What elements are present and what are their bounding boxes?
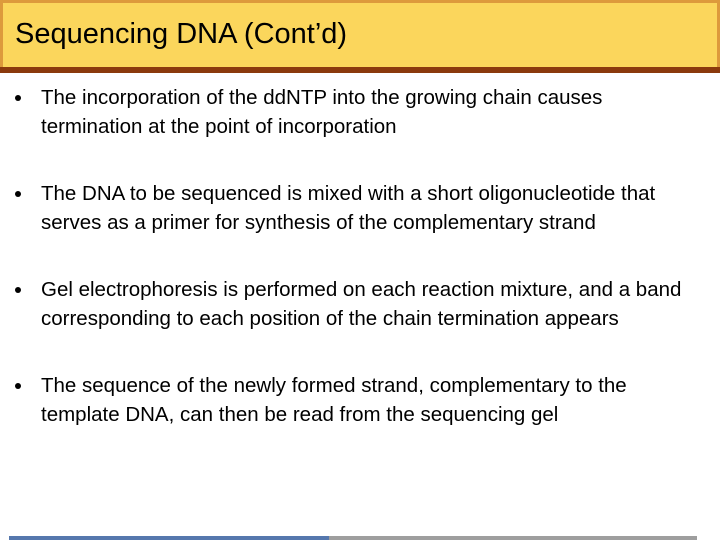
bullet-text: The DNA to be sequenced is mixed with a …	[41, 182, 656, 234]
horizontal-rule	[0, 67, 720, 73]
footer-accent-bar-right	[329, 536, 697, 540]
bullet-dot-icon	[15, 383, 21, 389]
footer-accent-bar-left	[9, 536, 329, 540]
bullet-text: Gel electrophoresis is performed on each…	[41, 278, 682, 330]
list-item: Gel electrophoresis is performed on each…	[12, 275, 704, 333]
title-banner: Sequencing DNA (Cont’d)	[0, 0, 720, 67]
bullet-dot-icon	[15, 287, 21, 293]
list-item: The DNA to be sequenced is mixed with a …	[12, 179, 704, 237]
footer-accent-strip	[0, 536, 720, 540]
bullet-text: The incorporation of the ddNTP into the …	[41, 86, 603, 138]
list-item: The incorporation of the ddNTP into the …	[12, 83, 704, 141]
bullet-dot-icon	[15, 191, 21, 197]
bullet-dot-icon	[15, 95, 21, 101]
slide-body: The incorporation of the ddNTP into the …	[0, 73, 720, 530]
slide-title: Sequencing DNA (Cont’d)	[15, 18, 348, 50]
bullet-text: The sequence of the newly formed strand,…	[41, 374, 627, 426]
list-item: The sequence of the newly formed strand,…	[12, 371, 704, 429]
bullet-list: The incorporation of the ddNTP into the …	[12, 83, 704, 429]
